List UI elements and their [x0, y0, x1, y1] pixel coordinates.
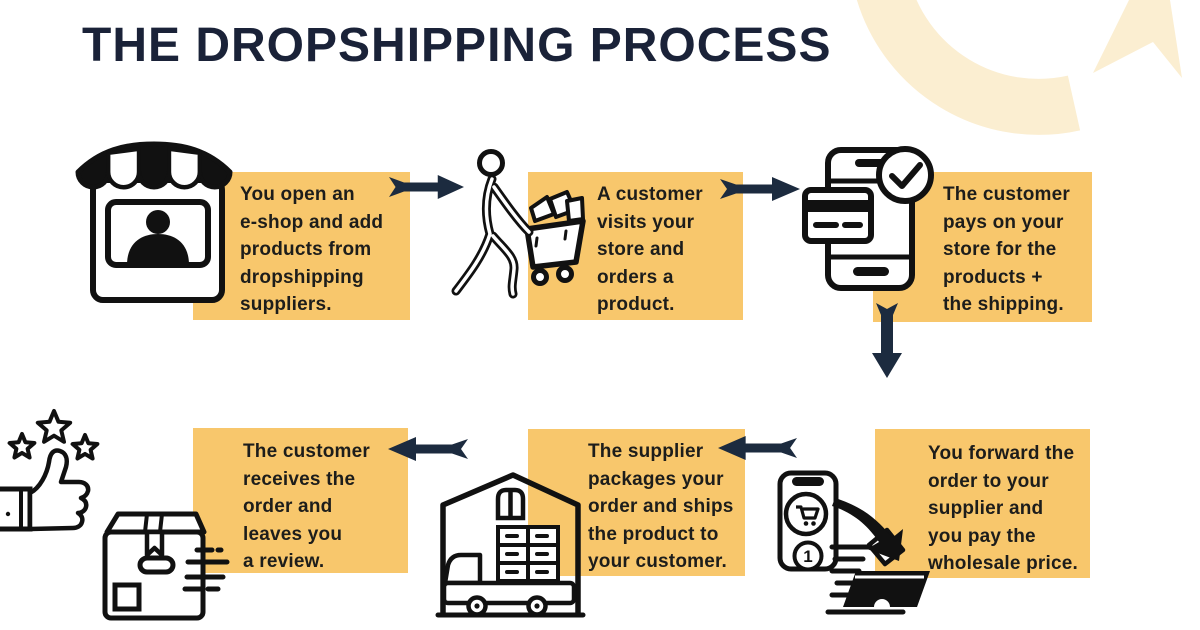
step-box-1: You open an e-shop and add products from… — [193, 172, 410, 320]
step-box-5: The supplier packages your order and shi… — [528, 429, 745, 576]
customer-cart-icon — [451, 149, 586, 299]
flow-arrow-step3-to-step4 — [872, 303, 902, 378]
step-box-4: You forward the order to your supplier a… — [875, 429, 1090, 578]
flow-arrow-step1-to-step2 — [389, 175, 464, 199]
step-text-5: The supplier packages your order and shi… — [588, 441, 734, 572]
step-box-6: The customer receives the order and leav… — [193, 428, 408, 573]
flow-arrow-step2-to-step3 — [720, 177, 800, 201]
flow-arrow-step4-to-step5 — [718, 436, 797, 460]
thumbs-up-stars-icon — [0, 409, 100, 532]
step-text-2: A customer visits your store and orders … — [597, 184, 703, 315]
forward-order-icon: 1 — [777, 470, 930, 615]
storefront-icon — [75, 141, 233, 303]
step-text-6: The customer receives the order and leav… — [243, 441, 370, 572]
package-icon — [102, 511, 230, 621]
phone-payment-icon — [802, 146, 934, 291]
step-text-1: You open an e-shop and add products from… — [240, 184, 384, 315]
order-count-badge-text: 1 — [803, 547, 812, 566]
page-title: THE DROPSHIPPING PROCESS — [82, 19, 832, 72]
flow-arrow-step5-to-step6 — [388, 437, 468, 461]
step-text-4: You forward the order to your supplier a… — [928, 443, 1078, 574]
refresh-arrow-decoration — [856, 0, 1182, 135]
step-text-3: The customer pays on your store for the … — [943, 184, 1070, 315]
warehouse-truck-icon — [435, 472, 586, 618]
